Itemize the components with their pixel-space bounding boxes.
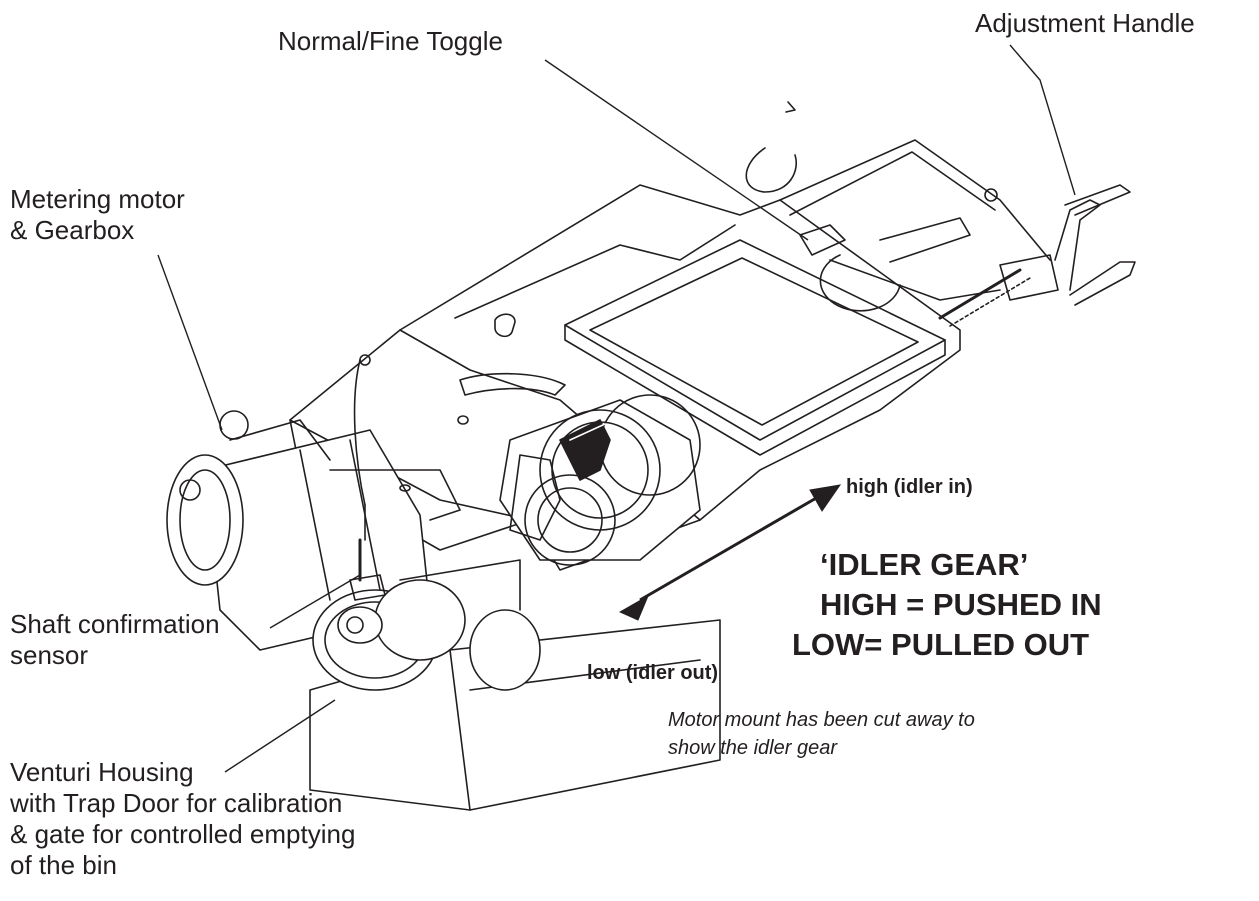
label-normal-fine-toggle: Normal/Fine Toggle: [278, 26, 503, 57]
metering-motor-line-1: Metering motor: [10, 184, 185, 214]
top-plate-shape: [289, 184, 961, 571]
note-line-1: Motor mount has been cut away to: [668, 709, 975, 731]
leader-venturi-housing: [224, 699, 336, 773]
venturi-line-2: with Trap Door for calibration: [10, 788, 343, 818]
shaft-sensor-line-1: Shaft confirmation: [10, 609, 220, 639]
adjustment-handle-text: Adjustment Handle: [975, 8, 1195, 38]
idler-direction-arrow: [618, 484, 842, 621]
sensor-shape: [329, 354, 461, 601]
leader-normal-fine-toggle: [544, 59, 809, 241]
adjustment-frame-shape: [779, 139, 1136, 327]
venturi-line-1: Venturi Housing: [10, 757, 194, 787]
low-text: low (idler out): [587, 662, 719, 684]
venturi-line-4: of the bin: [10, 850, 117, 880]
high-text: high (idler in): [846, 476, 973, 498]
idler-heading-line-3: LOW= PULLED OUT: [792, 627, 1090, 662]
label-venturi-housing: Venturi Housing with Trap Door for calib…: [10, 757, 355, 881]
label-high: high (idler in): [846, 472, 973, 503]
label-adjustment-handle: Adjustment Handle: [975, 8, 1195, 39]
leader-shaft-sensor: [269, 574, 361, 629]
leader-adjustment-handle: [1009, 44, 1076, 196]
shaft-sensor-line-2: sensor: [10, 640, 89, 670]
label-shaft-sensor: Shaft confirmation sensor: [10, 609, 220, 671]
idler-heading-line-2: HIGH = PUSHED IN: [820, 587, 1102, 622]
note-line-2: show the idler gear: [668, 737, 837, 759]
idler-heading-line-1: ‘IDLER GEAR’: [820, 547, 1029, 582]
pulley-shape: [312, 559, 541, 691]
idler-gear-heading: ‘IDLER GEAR’ HIGH = PUSHED IN LOW= PULLE…: [792, 545, 1102, 665]
metering-motor-line-2: & Gearbox: [10, 215, 135, 245]
toggle-shape: [745, 101, 901, 312]
cutaway-note: Motor mount has been cut away to show th…: [668, 706, 975, 762]
normal-fine-toggle-text: Normal/Fine Toggle: [278, 26, 503, 56]
leader-metering-motor: [157, 254, 223, 431]
venturi-line-3: & gate for controlled emptying: [10, 819, 356, 849]
label-metering-motor: Metering motor & Gearbox: [10, 184, 185, 246]
label-low: low (idler out): [587, 658, 718, 689]
gears-shape: [459, 372, 701, 566]
